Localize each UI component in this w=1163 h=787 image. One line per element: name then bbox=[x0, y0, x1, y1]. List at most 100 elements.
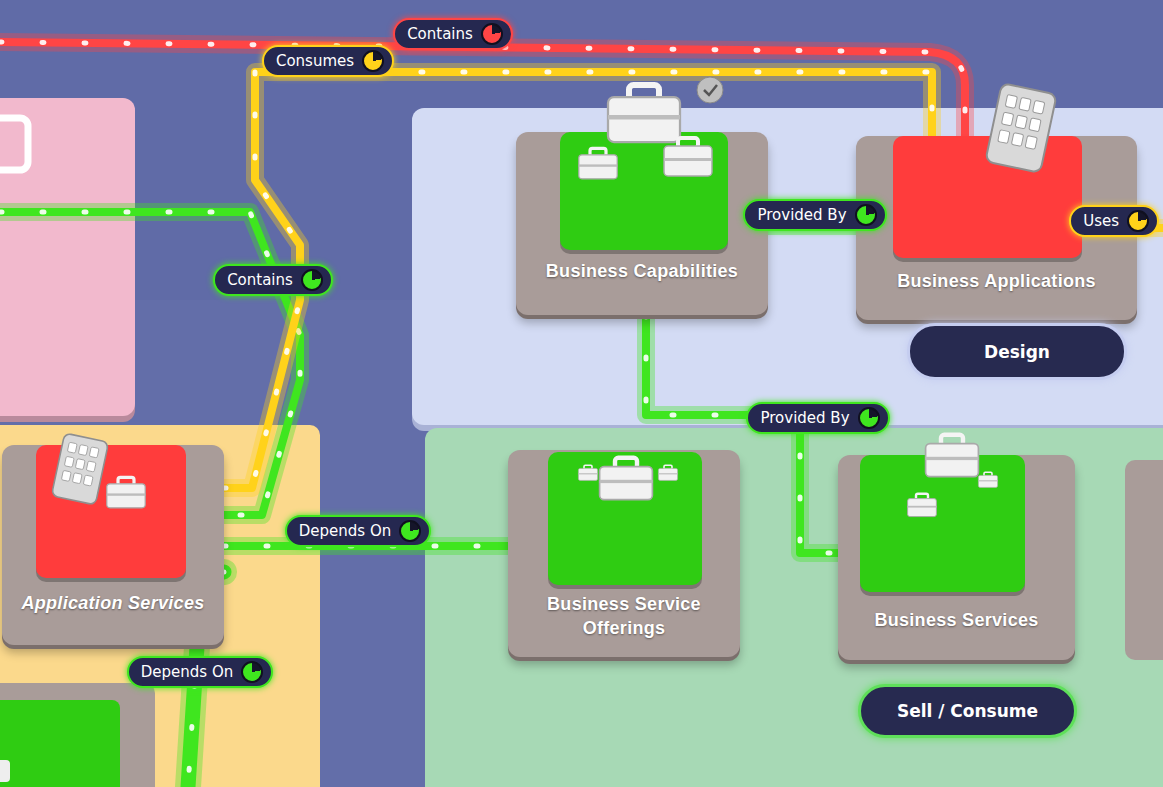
relation-label: Consumes bbox=[276, 51, 354, 71]
case-icon bbox=[578, 465, 597, 480]
relation-tag: Contains bbox=[393, 18, 513, 50]
relation-tag: Uses bbox=[1069, 205, 1159, 237]
device-tile bbox=[61, 470, 71, 481]
case-body bbox=[926, 444, 979, 477]
device-tile bbox=[1029, 118, 1041, 132]
status-dot bbox=[301, 269, 323, 291]
case-icon bbox=[107, 477, 145, 507]
case-strap bbox=[908, 506, 937, 508]
status-dot bbox=[399, 520, 421, 542]
case-body bbox=[978, 475, 997, 487]
card-face bbox=[36, 445, 186, 578]
check-badge bbox=[697, 77, 723, 103]
case-strap bbox=[578, 473, 597, 474]
case-icon bbox=[600, 458, 653, 500]
case-icon bbox=[658, 465, 677, 480]
status-dot bbox=[481, 23, 503, 45]
pink-panel bbox=[0, 98, 135, 416]
case-strap bbox=[926, 457, 979, 460]
card-title: Business Capabilities bbox=[528, 259, 756, 283]
status-dot bbox=[858, 407, 880, 429]
device-tile bbox=[1025, 136, 1037, 150]
case-strap bbox=[658, 473, 677, 474]
device-body bbox=[51, 433, 108, 505]
icon-group bbox=[548, 452, 702, 585]
case-strap bbox=[664, 158, 712, 161]
card-title: Business Applications bbox=[868, 269, 1125, 293]
check-mark bbox=[704, 85, 717, 95]
case-icon bbox=[608, 85, 680, 142]
case-icon bbox=[579, 148, 617, 178]
icon-group bbox=[860, 455, 1025, 592]
relation-tag: Depends On bbox=[285, 515, 431, 547]
phone-icon bbox=[51, 433, 108, 505]
relation-label: Contains bbox=[407, 24, 473, 44]
device-tile bbox=[1005, 94, 1017, 108]
card-face bbox=[548, 452, 702, 585]
relation-tag: Provided By bbox=[743, 199, 886, 231]
device-body bbox=[985, 83, 1056, 173]
status-dot bbox=[241, 661, 263, 683]
device-tile bbox=[1001, 112, 1013, 126]
card-title: Application Services bbox=[14, 591, 212, 615]
relation-label: Depends On bbox=[299, 521, 391, 541]
case-icon bbox=[978, 472, 997, 487]
layer-region: Business Capabilities Business Applicatio… bbox=[412, 108, 1163, 425]
case-icon bbox=[908, 494, 937, 517]
device-tile bbox=[67, 442, 77, 453]
card-caption: Business Services bbox=[838, 608, 1075, 632]
status-dot bbox=[1127, 210, 1149, 232]
yellow-region bbox=[0, 425, 320, 787]
case-body bbox=[658, 468, 677, 480]
device-tile bbox=[1019, 97, 1031, 111]
case-strap bbox=[608, 115, 680, 120]
case-body bbox=[908, 499, 937, 517]
case-body bbox=[600, 467, 653, 500]
device-tile bbox=[1015, 115, 1027, 129]
entity-card: Application Services bbox=[2, 445, 224, 645]
card-title: Business Services bbox=[850, 608, 1063, 632]
case-body bbox=[578, 468, 597, 480]
icon-group bbox=[560, 132, 728, 250]
card-title: Business Service Offerings bbox=[520, 592, 728, 641]
relation-label: Uses bbox=[1083, 211, 1119, 231]
device-tile bbox=[1011, 133, 1023, 147]
case-body bbox=[107, 484, 145, 508]
entity-card: Business Service Offerings bbox=[508, 450, 740, 657]
case-strap bbox=[107, 493, 145, 495]
case-body bbox=[579, 155, 617, 179]
device-tile bbox=[64, 456, 74, 467]
phone-icon bbox=[985, 83, 1056, 173]
card-icon bbox=[0, 760, 10, 782]
device-tile bbox=[78, 445, 88, 456]
case-body bbox=[664, 146, 712, 176]
device-tile bbox=[72, 473, 82, 484]
layer-name: Sell / Consume bbox=[897, 701, 1038, 721]
entity-card: Business Capabilities bbox=[516, 132, 768, 315]
device-tile bbox=[83, 475, 93, 486]
card-face bbox=[0, 700, 120, 787]
icon-group bbox=[893, 136, 1082, 258]
card-caption: Application Services bbox=[2, 591, 224, 615]
entity-card: Business Services bbox=[838, 455, 1075, 660]
device-tile bbox=[998, 130, 1010, 144]
relation-label: Provided By bbox=[757, 205, 846, 225]
card-caption: Business Service Offerings bbox=[508, 592, 740, 641]
card-base bbox=[0, 683, 155, 787]
card-face bbox=[860, 455, 1025, 592]
card-caption: Business Applications bbox=[856, 269, 1137, 293]
case-icon bbox=[664, 138, 712, 176]
case-icon bbox=[926, 435, 979, 477]
icon-group bbox=[36, 445, 186, 578]
device-tile bbox=[89, 447, 99, 458]
device-tile bbox=[75, 459, 85, 470]
panel-icon bbox=[0, 118, 28, 170]
relation-tag: Contains bbox=[213, 264, 333, 296]
card-caption: Business Capabilities bbox=[516, 259, 768, 283]
case-strap bbox=[978, 480, 997, 481]
relation-label: Provided By bbox=[760, 408, 849, 428]
case-strap bbox=[579, 164, 617, 166]
layer-tag: Sell / Consume bbox=[858, 684, 1077, 738]
layer-tag: Design bbox=[907, 323, 1127, 380]
status-dot bbox=[362, 50, 384, 72]
